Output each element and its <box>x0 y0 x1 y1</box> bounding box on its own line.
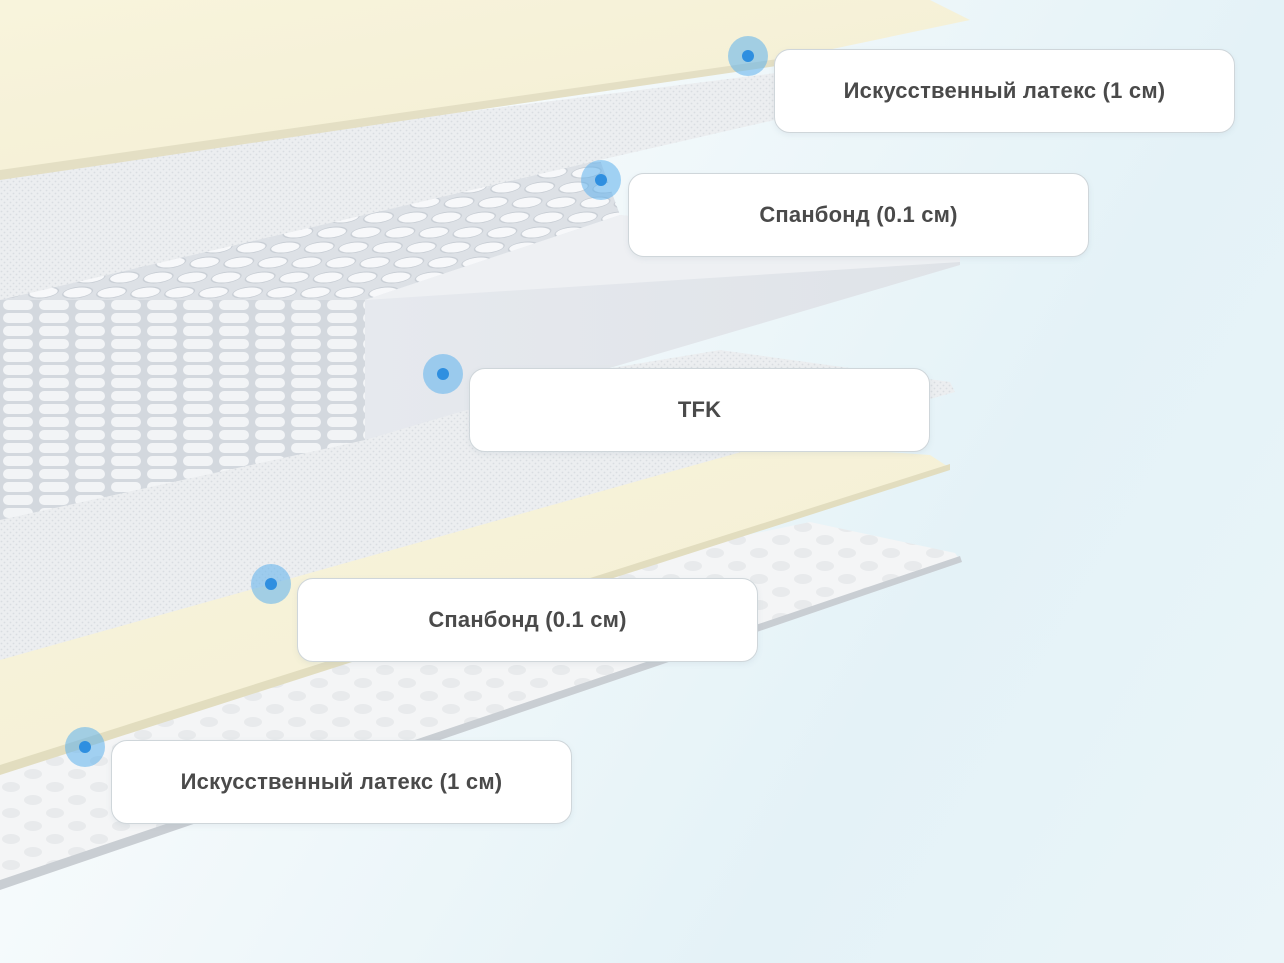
spring-block-label: TFK <box>469 368 930 452</box>
top-spunbond-marker-icon[interactable] <box>581 160 621 200</box>
top-spunbond-label-text: Спанбонд (0.1 см) <box>759 202 958 227</box>
top-latex-label: Искусственный латекс (1 см) <box>774 49 1235 133</box>
bottom-latex-label-text: Искусственный латекс (1 см) <box>180 769 503 794</box>
bottom-spunbond-label-text: Спанбонд (0.1 см) <box>428 607 627 632</box>
top-spunbond-label: Спанбонд (0.1 см) <box>628 173 1089 257</box>
top-latex-marker-icon[interactable] <box>728 36 768 76</box>
top-spunbond-layer <box>0 70 940 300</box>
bottom-latex-label: Искусственный латекс (1 см) <box>111 740 572 824</box>
bottom-spunbond-marker-icon[interactable] <box>251 564 291 604</box>
top-latex-layer <box>0 0 970 180</box>
bottom-latex-marker-icon[interactable] <box>65 727 105 767</box>
spring-block-label-text: TFK <box>677 397 722 422</box>
spring-block-marker-icon[interactable] <box>423 354 463 394</box>
top-latex-label-text: Искусственный латекс (1 см) <box>843 78 1166 103</box>
bottom-spunbond-label: Спанбонд (0.1 см) <box>297 578 758 662</box>
